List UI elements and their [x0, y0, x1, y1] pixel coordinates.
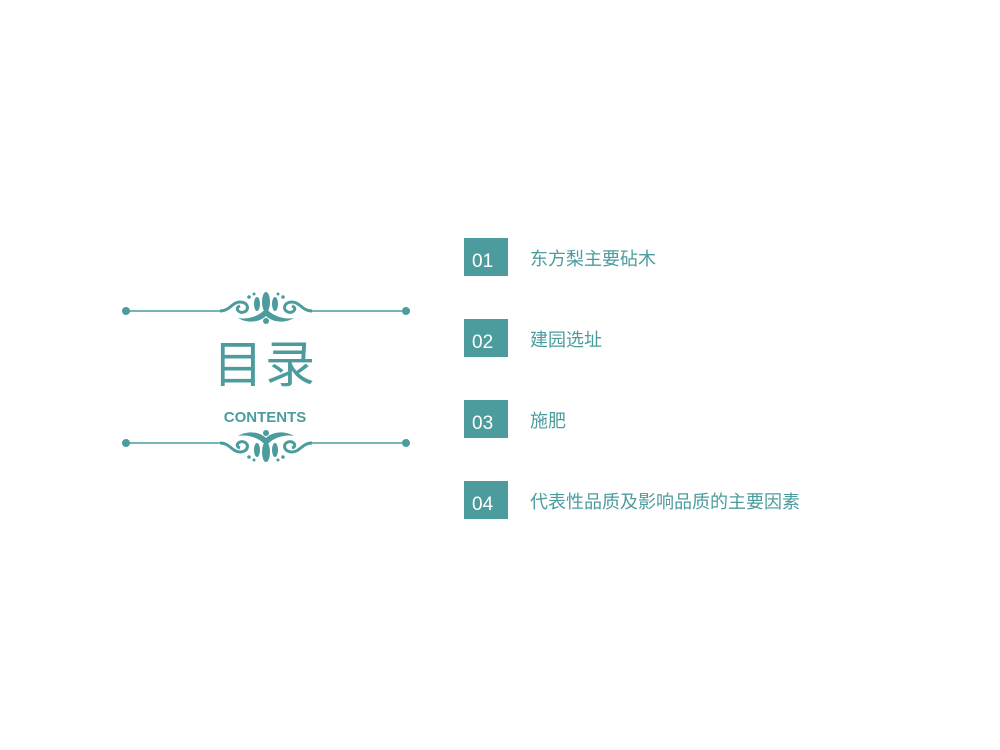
ornament-top-divider — [122, 292, 410, 324]
page-subtitle: CONTENTS — [223, 409, 307, 426]
toc-number-badge: 04 — [464, 481, 508, 519]
toc-number-badge: 02 — [464, 319, 508, 357]
toc-label: 施肥 — [530, 411, 566, 432]
page-title: 目录 — [213, 336, 317, 394]
toc-label: 东方梨主要砧木 — [530, 249, 656, 270]
toc-label: 建园选址 — [530, 330, 602, 351]
toc-label: 代表性品质及影响品质的主要因素 — [530, 492, 800, 513]
toc-item-04[interactable]: 04 代表性品质及影响品质的主要因素 — [464, 481, 884, 519]
toc-item-03[interactable]: 03 施肥 — [464, 400, 884, 438]
toc-item-02[interactable]: 02 建园选址 — [464, 319, 884, 357]
ornament-bottom-divider — [122, 430, 410, 462]
toc-number-badge: 01 — [464, 238, 508, 276]
toc-item-01[interactable]: 01 东方梨主要砧木 — [464, 238, 884, 276]
toc-number-badge: 03 — [464, 400, 508, 438]
